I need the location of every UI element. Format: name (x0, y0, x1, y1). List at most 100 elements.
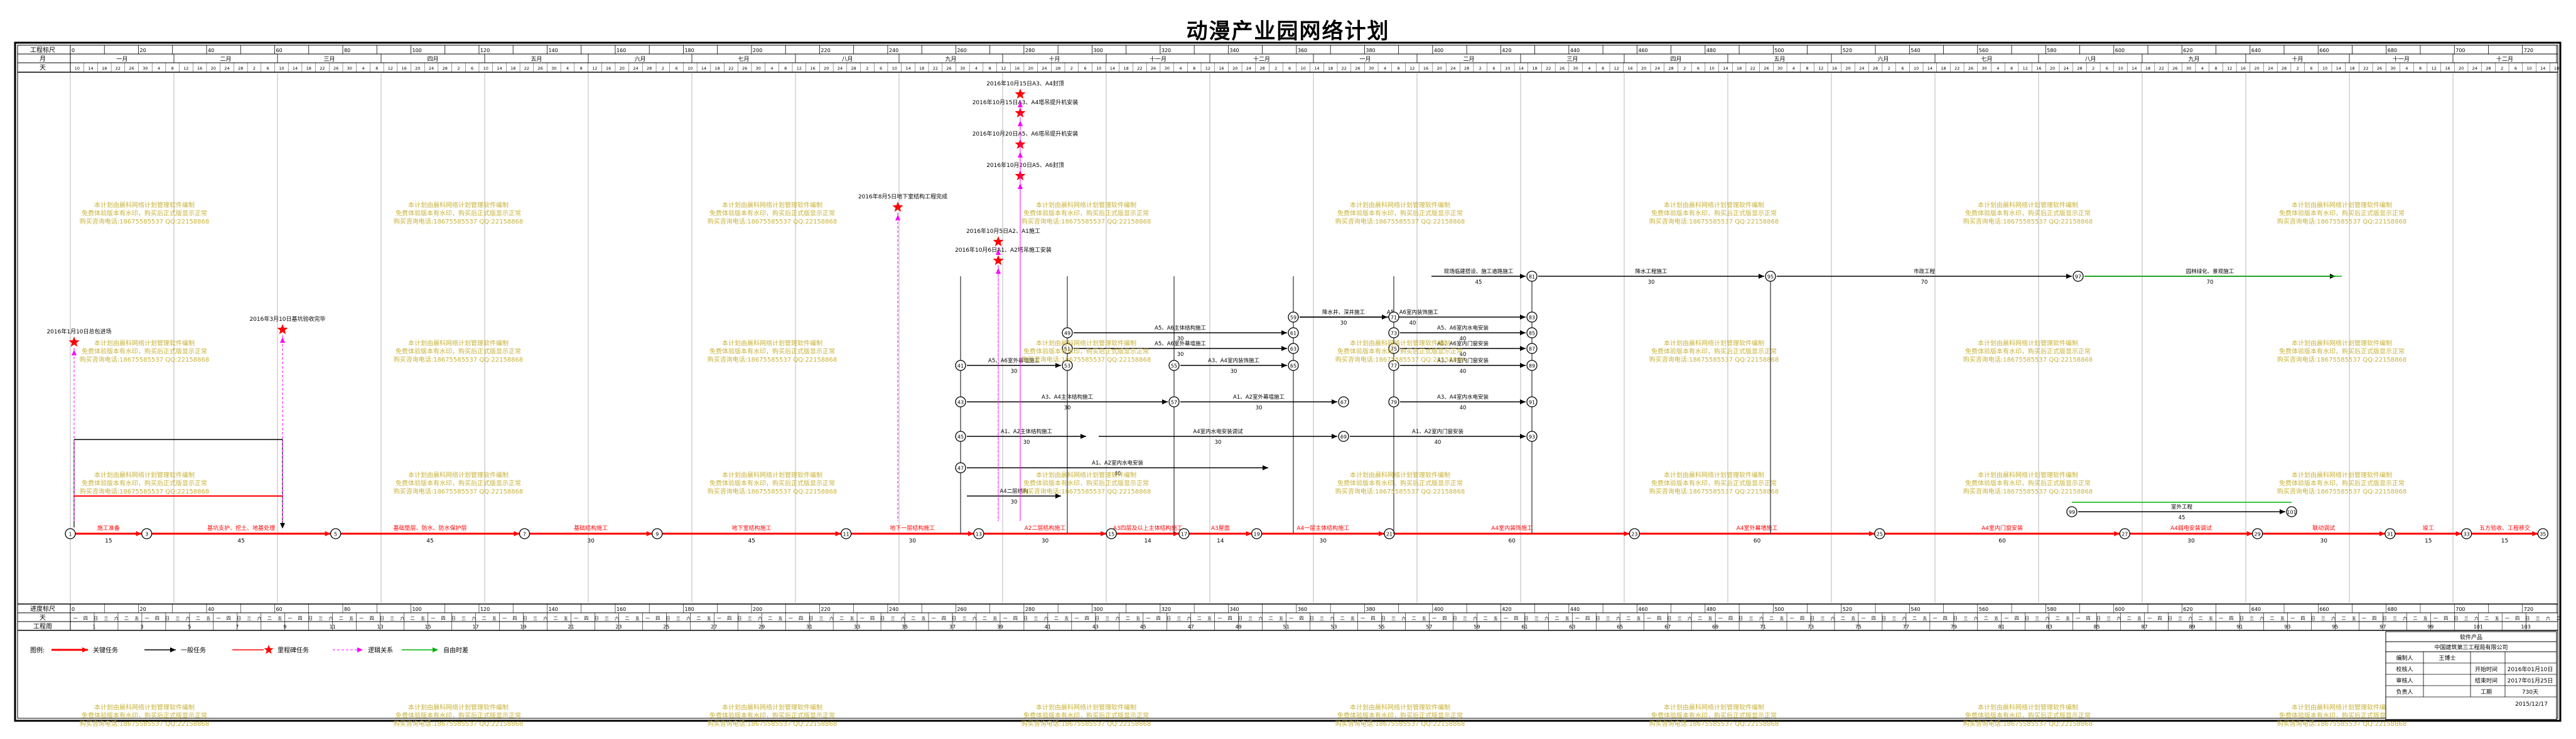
critical-task-duration: 30 (1042, 538, 1049, 544)
network-node (1168, 360, 1180, 371)
day-label: 8 (1806, 66, 1809, 71)
day-label: 8 (2214, 66, 2217, 71)
day-label: 8 (171, 66, 174, 71)
day-label: 2 (866, 66, 868, 71)
weekday-label: 三 (2464, 616, 2469, 621)
weekday-label: 一 (1432, 616, 1436, 621)
day-label: 22 (1342, 66, 1347, 71)
day-label: 2 (1683, 66, 1686, 71)
watermark-text: 购买咨询电话:18675585537 QQ:22158868 (1963, 487, 2093, 495)
weekday-label: 四 (1013, 616, 1018, 621)
watermark-text: 购买咨询电话:18675585537 QQ:22158868 (80, 487, 210, 495)
network-node-number: 89 (1529, 364, 1535, 369)
critical-task-duration: 15 (2501, 538, 2508, 544)
milestone-star-icon (993, 236, 1004, 247)
day-label: 14 (293, 66, 298, 71)
weekday-label: 五 (1064, 616, 1069, 621)
legend-arrow-head (82, 647, 88, 652)
weekday-label: 五 (134, 616, 139, 621)
normal-task-duration: 30 (1177, 352, 1184, 358)
weekday-label: 五 (1708, 616, 1712, 621)
workday-tick-label: 180 (684, 48, 694, 53)
normal-task-name: 市政工程 (1914, 268, 1936, 275)
weekday-label: 三 (318, 616, 323, 621)
day-label: 14 (2131, 66, 2137, 71)
weekday-label: 四 (799, 616, 803, 621)
critical-task-duration: 30 (2320, 538, 2328, 544)
weekday-label: 日 (880, 616, 885, 621)
weekday-label: 二 (1841, 616, 1845, 621)
weekday-label: 六 (1831, 615, 1835, 621)
network-node (1062, 360, 1073, 371)
network-node-number: 47 (957, 466, 964, 472)
watermark-text: 购买咨询电话:18675585537 QQ:22158868 (2277, 487, 2407, 495)
watermark-text: 购买咨询电话:18675585537 QQ:22158868 (1963, 355, 2093, 364)
watermark-text: 购买咨询电话:18675585537 QQ:22158868 (1335, 720, 1465, 728)
critical-task-name: A4弱电安装调试 (2170, 524, 2212, 532)
milestone-label: 2016年3月10日基坑验收完毕 (249, 315, 325, 323)
day-label: 22 (2159, 66, 2164, 71)
weekday-label: 三 (104, 616, 108, 621)
watermark-text: 免费体验版本有水印，购买后正式版显示正常 (82, 479, 207, 487)
weekday-label: 六 (758, 615, 762, 621)
day-label: 12 (1409, 66, 1415, 71)
day-label: 28 (1259, 66, 1264, 71)
network-node-number: 41 (957, 364, 964, 369)
day-label: 10 (75, 66, 80, 71)
workday-tick-label: 560 (1979, 48, 1988, 53)
day-label: 10 (1301, 66, 1306, 71)
watermark-text: 购买咨询电话:18675585537 QQ:22158868 (1021, 720, 1151, 728)
day-label: 26 (2172, 66, 2177, 71)
weekday-label: 六 (1616, 615, 1620, 621)
network-node-number: 91 (1529, 400, 1535, 406)
network-node-number: 81 (1529, 274, 1535, 280)
network-node (1251, 528, 1263, 539)
day-label: 16 (1015, 66, 1020, 71)
weekday-label: 四 (655, 616, 660, 621)
weekday-label: 三 (962, 616, 966, 621)
watermark-text: 本计划由晨科网络计划管理软件编制 (2292, 201, 2392, 209)
weekday-label: 六 (257, 615, 262, 621)
weekday-label: 四 (1085, 616, 1089, 621)
watermark-text: 免费体验版本有水印，购买后正式版显示正常 (1023, 479, 1149, 487)
workday-tick-label: 500 (1774, 48, 1784, 53)
day-label: 20 (211, 66, 216, 71)
normal-task-name: A5、A6室外幕墙施工 (988, 357, 1040, 364)
weekday-label: 五 (1637, 616, 1641, 621)
milestone-star-icon (68, 337, 80, 347)
day-label: 12 (2023, 66, 2028, 71)
critical-arrow-head (1246, 531, 1252, 536)
day-label: 18 (715, 66, 720, 71)
weekday-label: 三 (1892, 616, 1896, 621)
day-label: 2 (1888, 66, 1890, 71)
weekday-label: 二 (983, 616, 987, 621)
weekday-label: 四 (2158, 616, 2162, 621)
info-table-company: 中国建筑第三工程局有限公司 (2434, 644, 2508, 651)
day-label: 6 (2514, 66, 2517, 71)
day-label: 2 (2501, 66, 2503, 71)
day-label: 6 (2106, 66, 2108, 71)
weekday-label: 六 (114, 615, 119, 621)
day-label: 24 (1042, 66, 1047, 71)
weekday-label: 三 (247, 616, 251, 621)
weekday-label: 一 (2076, 616, 2080, 621)
milestone-star-icon (277, 324, 288, 335)
network-node-number: 87 (1529, 347, 1535, 352)
watermark-text: 购买咨询电话:18675585537 QQ:22158868 (394, 487, 524, 495)
day-label: 4 (158, 66, 160, 71)
progress-tick-label: 240 (889, 607, 898, 612)
day-label: 26 (129, 66, 134, 71)
weekday-label: 二 (1197, 616, 1202, 621)
month-label: 十一月 (1150, 55, 1167, 63)
critical-arrow-head (2114, 531, 2120, 536)
network-node (2460, 528, 2472, 539)
progress-tick-label: 40 (208, 607, 214, 612)
workday-tick-label: 340 (1229, 48, 1239, 53)
weekday-label: 六 (472, 615, 476, 621)
day-label: 24 (2472, 66, 2477, 71)
workday-tick-label: 720 (2524, 48, 2533, 53)
progress-tick-label: 540 (1910, 607, 1920, 612)
network-node (1526, 343, 1538, 354)
day-label: 26 (333, 66, 338, 71)
